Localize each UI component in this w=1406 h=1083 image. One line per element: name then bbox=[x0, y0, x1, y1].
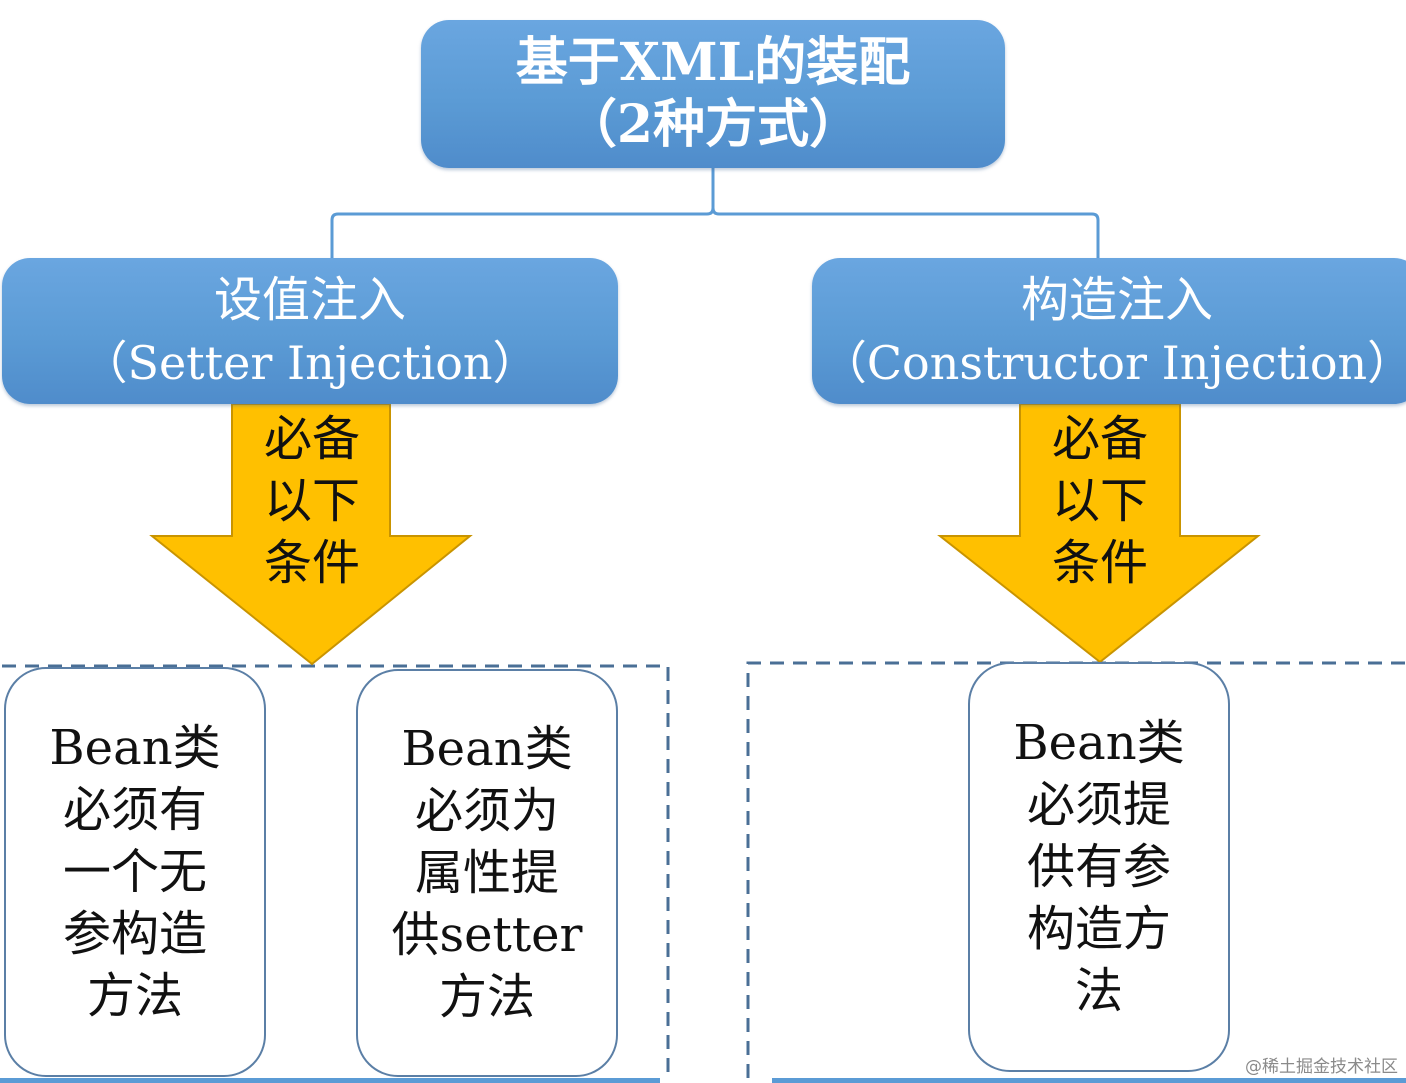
arrow-line: 以下 bbox=[263, 473, 360, 529]
bottom-strip-left bbox=[0, 1078, 660, 1083]
setter-condition-setter-methods: Bean类 必须为 属性提 供setter 方法 bbox=[356, 669, 618, 1077]
arrow-line: 条件 bbox=[1051, 535, 1148, 591]
condition-line: Bean类 bbox=[401, 721, 573, 777]
condition-line: 必须提 bbox=[1026, 777, 1171, 833]
arrow-line: 必备 bbox=[263, 411, 360, 467]
condition-line: Bean类 bbox=[1013, 715, 1185, 771]
setter-arrow-label: 必备 以下 条件 bbox=[232, 408, 392, 594]
arrow-constructor bbox=[937, 403, 1261, 664]
arrow-setter bbox=[149, 403, 473, 666]
connector-root-right bbox=[711, 168, 1100, 258]
arrow-line: 条件 bbox=[263, 535, 360, 591]
arrow-line: 必备 bbox=[1051, 411, 1148, 467]
condition-line: 必须为 bbox=[414, 783, 559, 839]
condition-line: 法 bbox=[1074, 963, 1123, 1019]
arrow-line: 以下 bbox=[1051, 473, 1148, 529]
condition-line: 参构造 bbox=[62, 906, 207, 962]
condition-line: 一个无 bbox=[62, 844, 207, 900]
connector-root-left bbox=[330, 168, 715, 258]
condition-line: 构造方 bbox=[1026, 901, 1171, 957]
bottom-strip-right bbox=[772, 1078, 1406, 1083]
root-subtitle: （2种方式） bbox=[564, 94, 862, 155]
constructor-injection-node: 构造注入 （Constructor Injection） bbox=[812, 258, 1406, 404]
condition-line: 供setter bbox=[391, 907, 583, 963]
constructor-subtitle: （Constructor Injection） bbox=[820, 336, 1406, 390]
setter-injection-node: 设值注入 （Setter Injection） bbox=[2, 258, 618, 404]
root-title: 基于XML的装配 bbox=[515, 32, 911, 93]
root-node: 基于XML的装配 （2种方式） bbox=[421, 20, 1005, 168]
constructor-title: 构造注入 bbox=[1020, 272, 1213, 328]
condition-line: 供有参 bbox=[1026, 839, 1171, 895]
setter-subtitle: （Setter Injection） bbox=[81, 336, 539, 390]
watermark: @稀土掘金技术社区 bbox=[1245, 1057, 1398, 1077]
condition-line: Bean类 bbox=[49, 720, 221, 776]
constructor-condition-arg-constructor: Bean类 必须提 供有参 构造方 法 bbox=[968, 662, 1230, 1072]
condition-line: 方法 bbox=[86, 968, 183, 1024]
condition-line: 属性提 bbox=[414, 845, 559, 901]
condition-line: 必须有 bbox=[62, 782, 207, 838]
constructor-arrow-label: 必备 以下 条件 bbox=[1020, 408, 1180, 594]
setter-condition-no-arg-constructor: Bean类 必须有 一个无 参构造 方法 bbox=[4, 667, 266, 1077]
setter-title: 设值注入 bbox=[213, 272, 406, 328]
condition-line: 方法 bbox=[438, 969, 535, 1025]
